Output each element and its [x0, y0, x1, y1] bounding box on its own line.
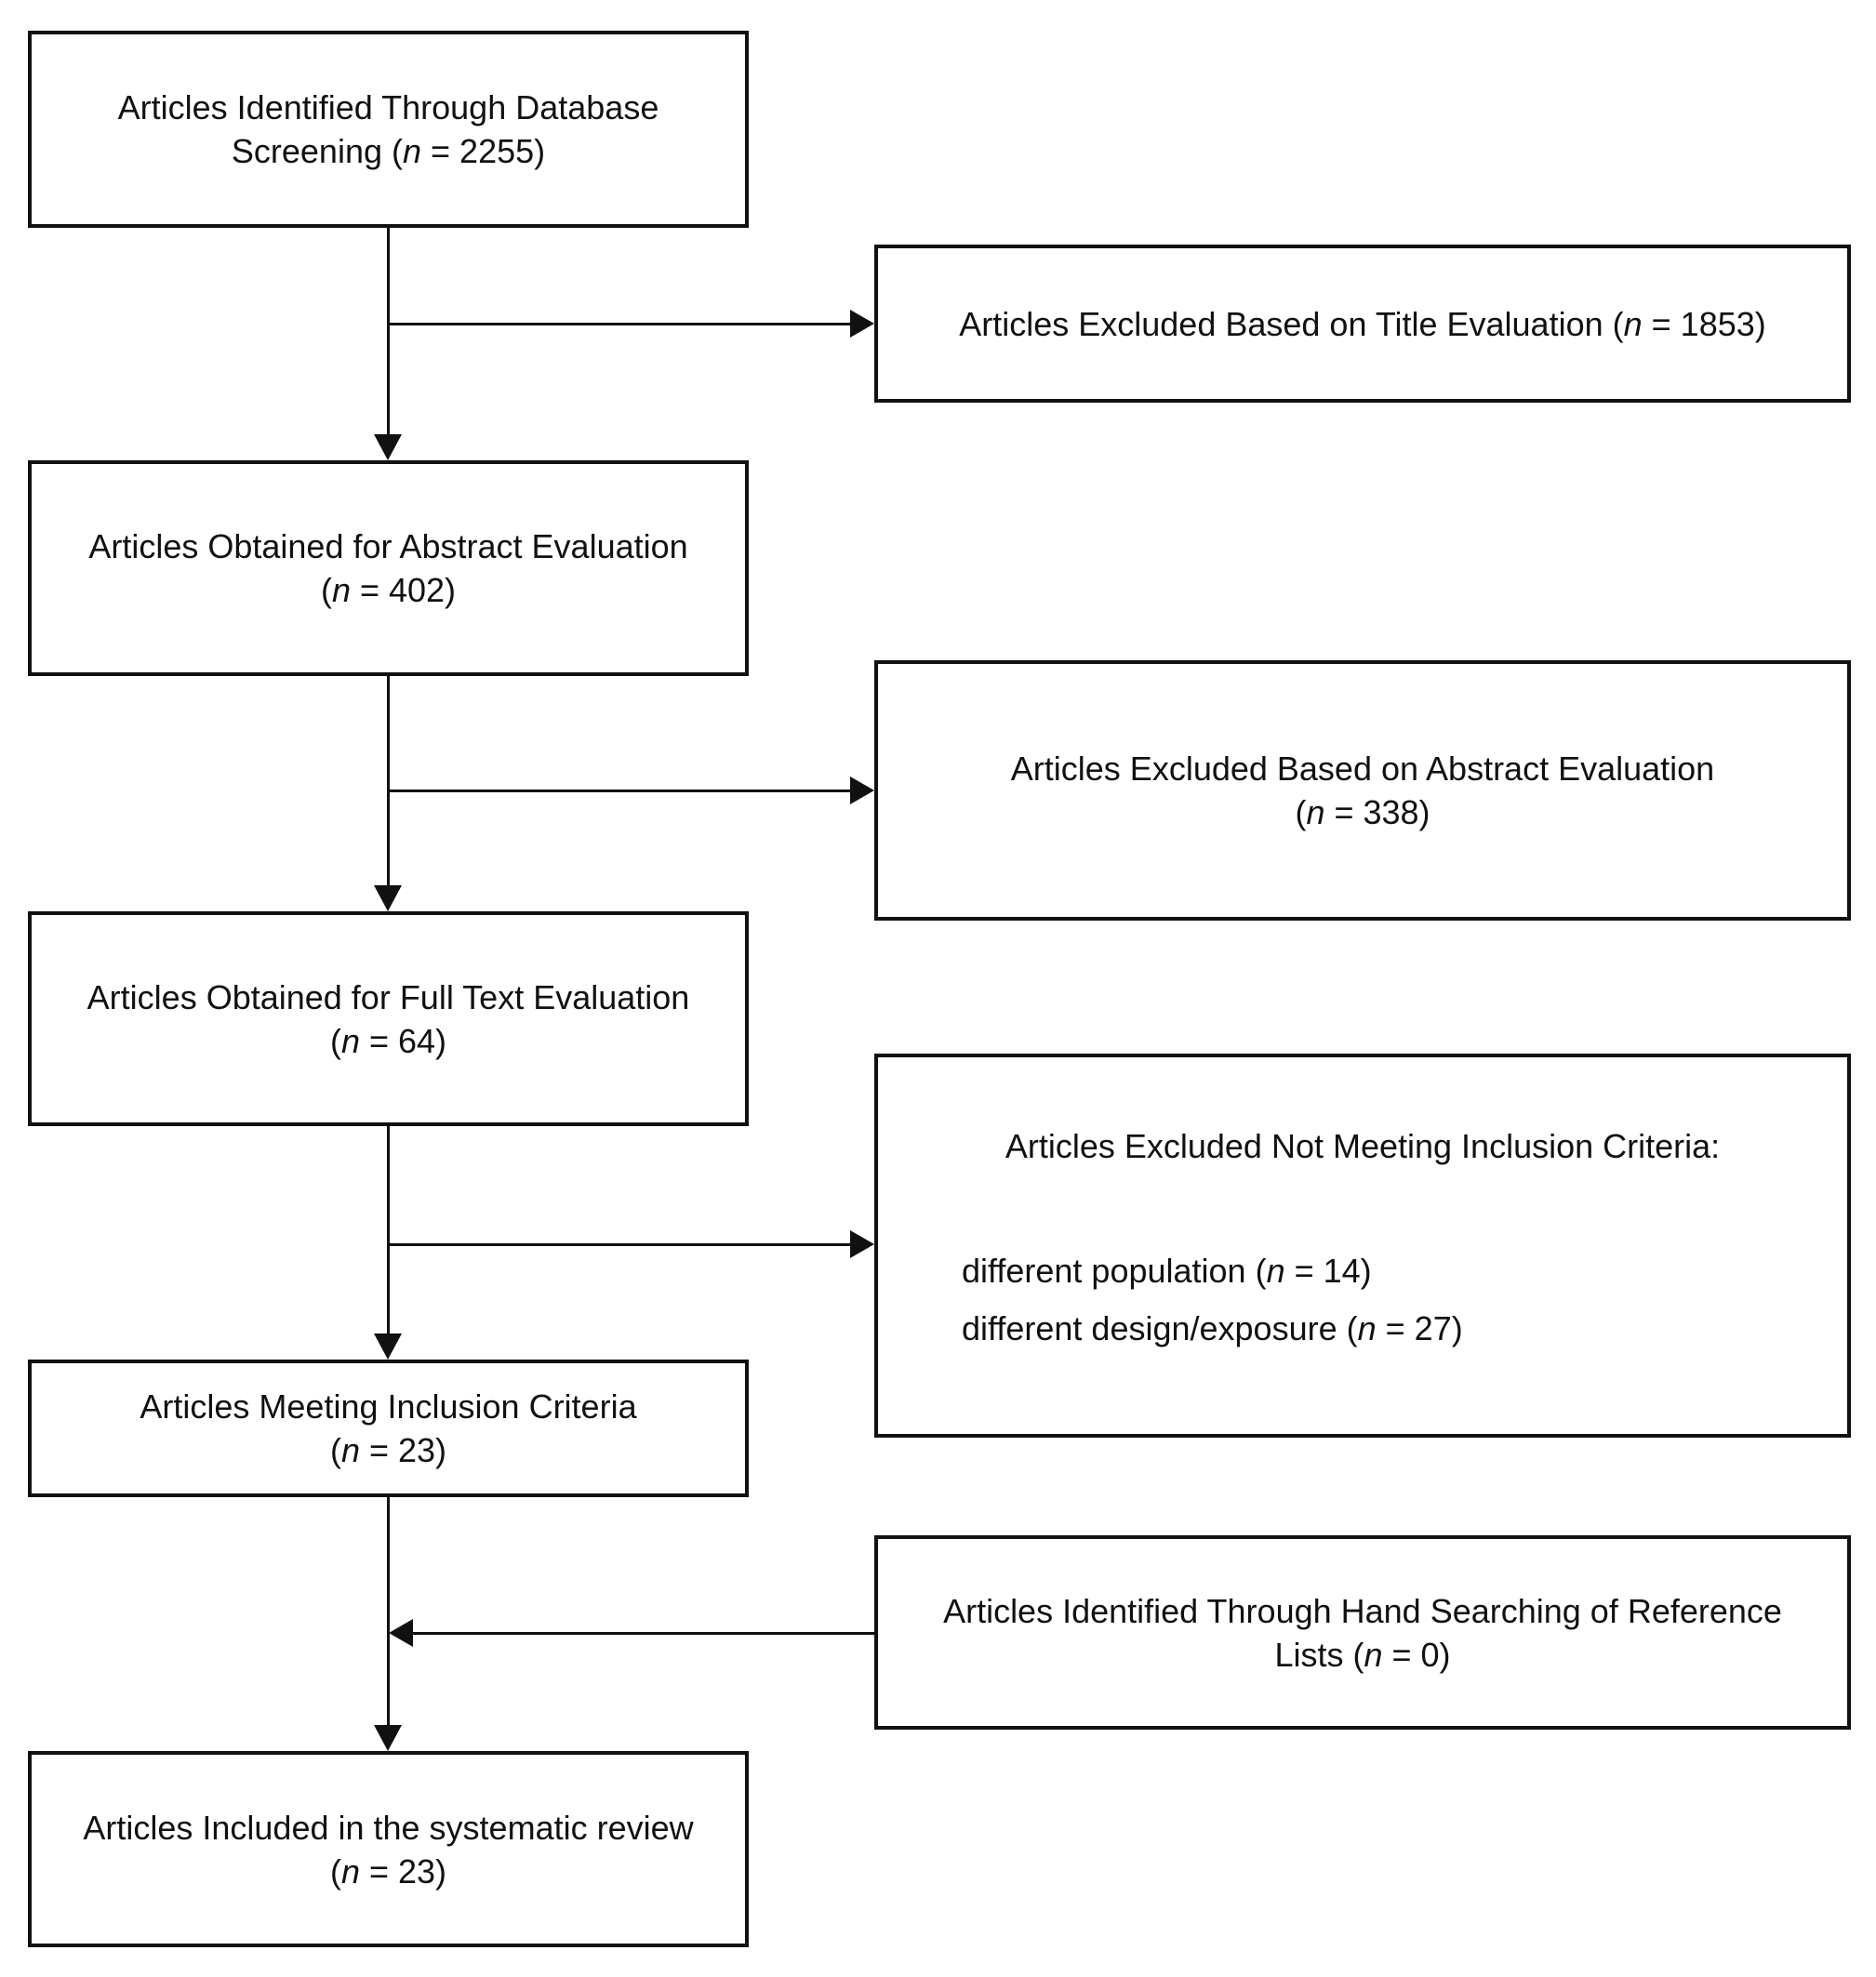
branch-to-criteria-excluded: [389, 1243, 852, 1246]
down-arrowhead-icon-abstract: [374, 434, 402, 460]
box-fulltext-evaluation: Articles Obtained for Full Text Evaluati…: [28, 911, 749, 1126]
branch-from-hand-searching: [413, 1632, 874, 1635]
branch-to-title-excluded: [389, 323, 852, 325]
box-included-systematic-review: Articles Included in the systematic revi…: [28, 1751, 749, 1947]
connector-abstract-to-fulltext: [387, 676, 390, 887]
connector-db-to-abstract: [387, 228, 390, 436]
excluded-criteria-items: different population (n = 14)different d…: [962, 1252, 1463, 1347]
box-excluded-inclusion-criteria: Articles Excluded Not Meeting Inclusion …: [874, 1054, 1851, 1438]
box-excluded-title-evaluation: Articles Excluded Based on Title Evaluat…: [874, 245, 1851, 403]
excluded-criteria-heading: Articles Excluded Not Meeting Inclusion …: [1005, 1127, 1721, 1165]
box-meeting-inclusion-criteria: Articles Meeting Inclusion Criteria(n = …: [28, 1360, 749, 1497]
down-arrowhead-icon-fulltext: [374, 885, 402, 911]
connector-fulltext-to-criteria: [387, 1126, 390, 1335]
left-arrowhead-icon-hand-searching: [389, 1619, 413, 1647]
branch-to-abstract-excluded: [389, 789, 852, 792]
connector-criteria-to-review: [387, 1497, 390, 1727]
box-hand-searching: Articles Identified Through Hand Searchi…: [874, 1535, 1851, 1730]
down-arrowhead-icon-review: [374, 1725, 402, 1751]
box-excluded-abstract-evaluation: Articles Excluded Based on Abstract Eval…: [874, 660, 1851, 921]
down-arrowhead-icon-criteria: [374, 1333, 402, 1360]
box-abstract-evaluation: Articles Obtained for Abstract Evaluatio…: [28, 460, 749, 676]
right-arrowhead-icon-abstract-excluded: [850, 776, 874, 804]
right-arrowhead-icon-criteria-excluded: [850, 1230, 874, 1258]
right-arrowhead-icon-title-excluded: [850, 310, 874, 338]
